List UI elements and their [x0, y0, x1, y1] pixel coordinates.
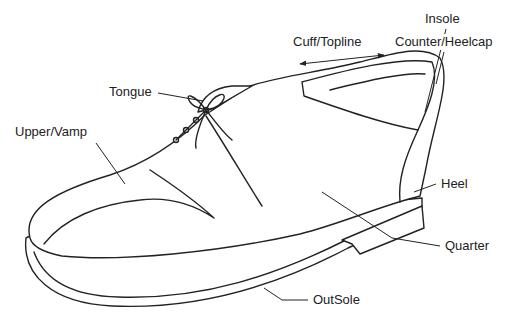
- laces: [176, 94, 232, 148]
- part-label: Heel: [440, 176, 469, 192]
- upper: [29, 51, 444, 258]
- part-label: Tongue: [108, 84, 153, 100]
- leader-lines: [96, 29, 446, 300]
- part-label: Quarter: [444, 238, 490, 254]
- part-label: Cuff/Topline: [292, 34, 362, 50]
- leader-line: [322, 192, 440, 246]
- leader-line: [264, 288, 308, 300]
- leader-line: [96, 143, 125, 184]
- tongue: [198, 86, 252, 112]
- quarter-seam: [206, 116, 262, 206]
- insole-opening: [302, 61, 435, 130]
- cuff-arrow: [300, 55, 384, 64]
- part-label: Insole: [424, 11, 461, 27]
- leader-line: [436, 52, 444, 84]
- part-label: OutSole: [312, 292, 361, 308]
- leader-line: [158, 93, 203, 101]
- insole-inner: [330, 74, 425, 90]
- part-label: Counter/Heelcap: [394, 34, 494, 50]
- wingtip-seam: [44, 170, 214, 244]
- leader-line: [414, 184, 436, 192]
- part-label: Upper/Vamp: [14, 124, 88, 140]
